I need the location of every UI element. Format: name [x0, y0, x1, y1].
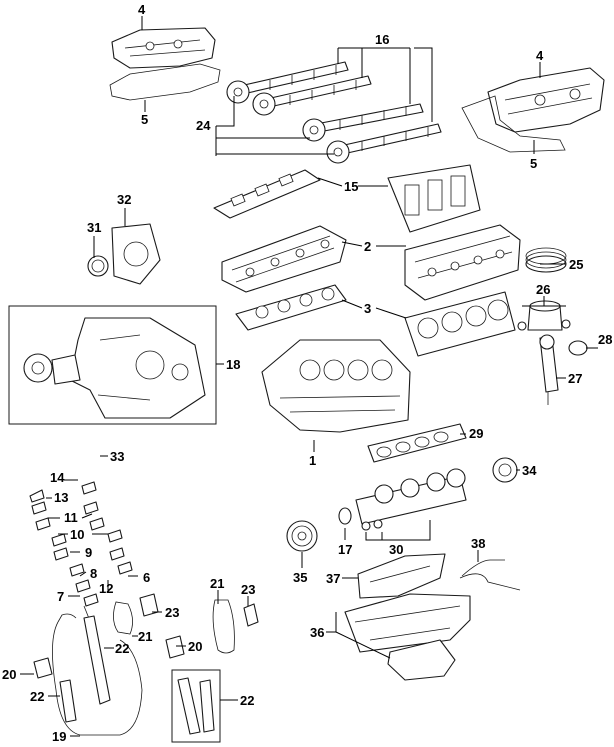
piston-rings — [525, 247, 567, 273]
rod-bearing — [568, 340, 588, 356]
cylinder-head-right — [404, 224, 521, 301]
callout-19: 19 — [52, 729, 66, 744]
crank-seal — [87, 255, 109, 277]
timing-chain — [52, 613, 143, 736]
oil-pan-lower — [344, 593, 471, 681]
callout-22-right: 22 — [240, 693, 254, 708]
valve-cover-right — [487, 67, 605, 133]
callout-33: 33 — [110, 449, 124, 464]
callout-4-right: 4 — [536, 48, 544, 63]
callout-32: 32 — [117, 192, 131, 207]
callout-22-mid: 22 — [115, 641, 129, 656]
camshafts — [239, 61, 442, 155]
water-pump — [23, 353, 81, 385]
callout-7: 7 — [57, 589, 64, 604]
callout-5-left: 5 — [141, 112, 148, 127]
guides-boxed — [177, 677, 215, 735]
callout-5-right: 5 — [530, 156, 537, 171]
thrust-bearings — [492, 457, 518, 483]
crankshaft — [355, 468, 467, 525]
callout-27: 27 — [568, 371, 582, 386]
callout-1: 1 — [309, 453, 316, 468]
callout-38: 38 — [471, 536, 485, 551]
cam-sprockets — [226, 80, 350, 164]
callout-35: 35 — [293, 570, 307, 585]
callout-18: 18 — [226, 357, 240, 372]
callout-23-right: 23 — [241, 582, 255, 597]
callout-21-top: 21 — [210, 576, 224, 591]
crank-bolts — [361, 519, 383, 531]
callout-24: 24 — [196, 118, 211, 133]
callout-17: 17 — [338, 542, 352, 557]
callout-31: 31 — [87, 220, 101, 235]
callout-22-left: 22 — [30, 689, 44, 704]
guides-box — [171, 669, 221, 743]
connecting-rod — [539, 334, 559, 405]
callout-2: 2 — [364, 239, 371, 254]
crank-front-seal — [338, 507, 352, 525]
oil-pickup-tube — [459, 559, 521, 591]
callout-10: 10 — [70, 527, 84, 542]
callout-25: 25 — [569, 257, 583, 272]
callout-36: 36 — [310, 625, 324, 640]
callout-26: 26 — [536, 282, 550, 297]
callout-20-left: 20 — [2, 667, 16, 682]
tensioner-left — [33, 657, 53, 679]
callout-29: 29 — [469, 426, 483, 441]
callout-37: 37 — [326, 571, 340, 586]
callout-20-mid: 20 — [188, 639, 202, 654]
callout-16: 16 — [375, 32, 389, 47]
callout-4-left: 4 — [138, 2, 146, 17]
head-gasket-left — [235, 284, 347, 331]
callout-23-mid: 23 — [165, 605, 179, 620]
valve-cover-left — [111, 27, 216, 69]
intake-gasket-left — [213, 169, 321, 219]
crank-pulley — [286, 520, 318, 552]
timing-cover — [69, 317, 206, 419]
timing-cover-box — [8, 305, 217, 425]
cam-chain-small — [113, 599, 235, 654]
callout-12: 12 — [99, 581, 113, 596]
callout-28: 28 — [598, 332, 612, 347]
callout-6: 6 — [143, 570, 150, 585]
valve-cover-gasket-right — [461, 95, 566, 153]
valve-cover-gasket-left — [109, 63, 221, 101]
callout-15: 15 — [344, 179, 358, 194]
oil-pan-upper — [357, 553, 446, 599]
callout-14: 14 — [50, 470, 65, 485]
callout-30: 30 — [389, 542, 403, 557]
head-gasket-right — [404, 291, 516, 357]
chain-guides — [59, 615, 111, 723]
valvetrain-parts — [29, 481, 133, 627]
callout-3: 3 — [364, 301, 371, 316]
cylinder-head-left — [221, 225, 347, 293]
tensioner-mid — [139, 593, 259, 659]
intake-gasket-right — [387, 164, 481, 233]
callout-21-mid: 21 — [138, 629, 152, 644]
callout-9: 9 — [85, 545, 92, 560]
rear-cover-plate — [111, 223, 161, 285]
callout-8: 8 — [90, 566, 97, 581]
callout-11: 11 — [64, 510, 78, 525]
engine-block — [261, 339, 411, 433]
callout-13: 13 — [54, 490, 68, 505]
main-bearings — [367, 423, 467, 463]
callout-34: 34 — [522, 463, 537, 478]
leader-lines — [20, 16, 598, 737]
